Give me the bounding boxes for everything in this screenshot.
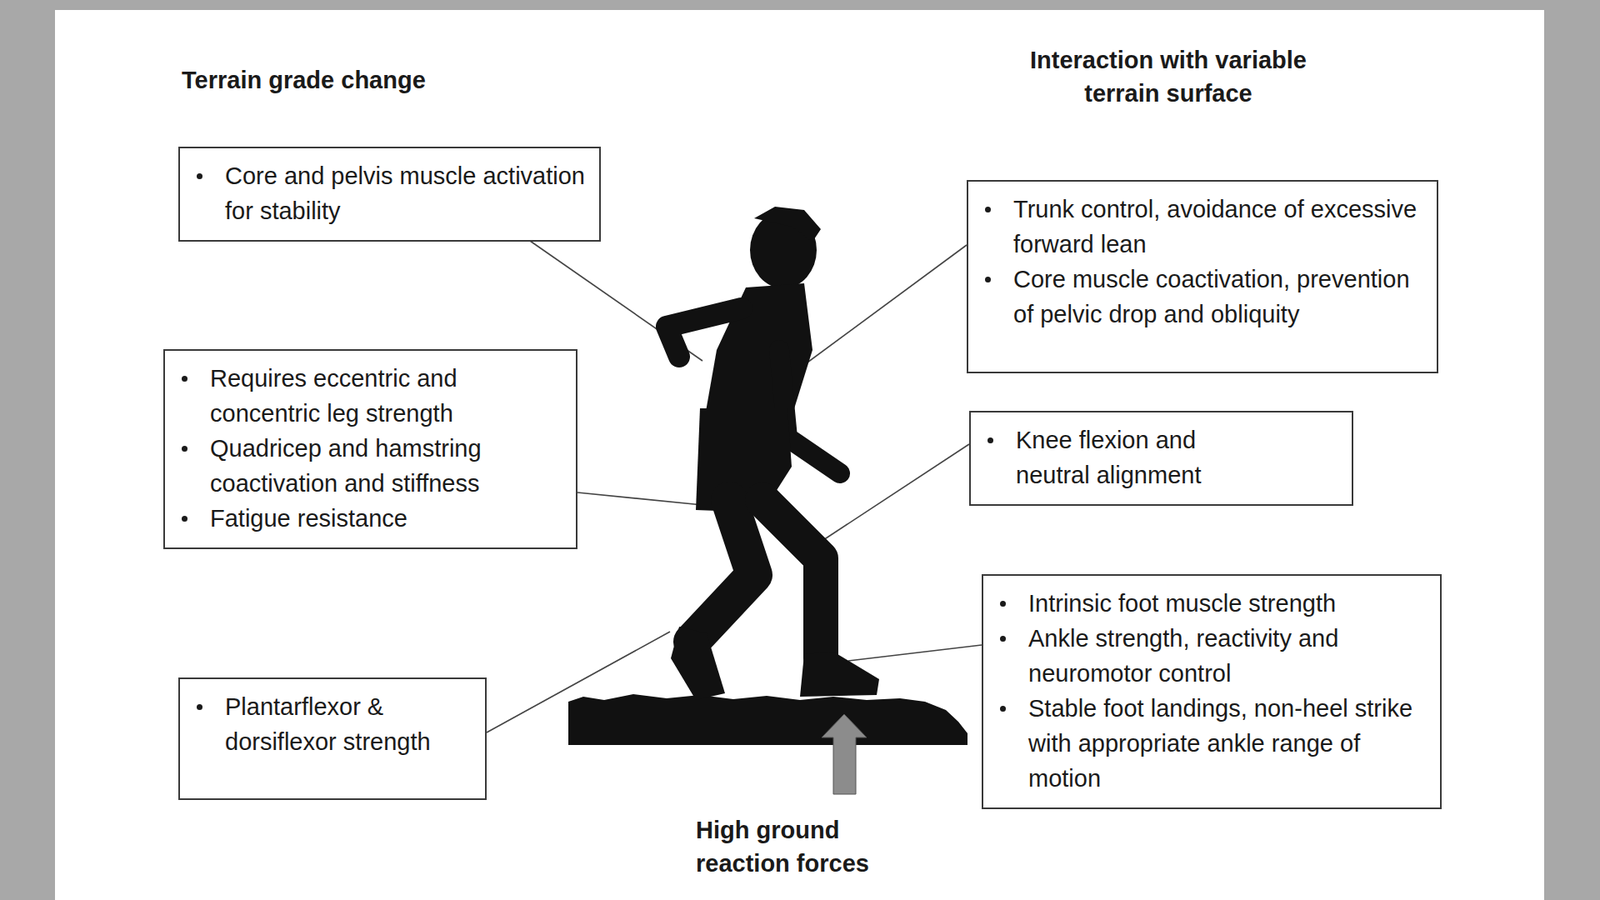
- bullet-item: Intrinsic foot muscle strength: [998, 585, 1432, 621]
- bullet-dot: [1000, 635, 1006, 642]
- bullet-dot: [181, 445, 188, 452]
- bullet-dot: [196, 173, 203, 180]
- bullet-dot: [181, 515, 188, 522]
- bullet-item: Core muscle coactivation, prevention of …: [983, 261, 1425, 332]
- bullet-item: Core and pelvis muscle activation for st…: [195, 158, 588, 229]
- force-arrow: [821, 714, 867, 795]
- heading-label: Interaction with variable terrain surfac…: [1001, 43, 1335, 110]
- bullet-item: Plantarflexor & dorsiflexor strength: [195, 689, 435, 760]
- bullet-dot: [985, 276, 991, 283]
- bullet-dot: [987, 437, 994, 444]
- text-box: Knee flexion and neutral alignment: [969, 410, 1354, 506]
- bullet-item: Requires eccentric and concentric leg st…: [180, 360, 565, 431]
- bullet-item: Ankle strength, reactivity and neuromoto…: [998, 620, 1432, 691]
- bullet-text: Requires eccentric and concentric leg st…: [210, 365, 458, 427]
- bullet-text: Knee flexion and neutral alignment: [1015, 426, 1201, 489]
- text-box: Intrinsic foot muscle strengthAnkle stre…: [981, 574, 1442, 810]
- bullet-text: Quadricep and hamstring coactivation and…: [210, 435, 482, 497]
- bullet-text: Fatigue resistance: [210, 505, 408, 532]
- bullet-dot: [1000, 705, 1006, 712]
- heading-label: Terrain grade change: [181, 63, 565, 97]
- bullet-dot: [1000, 600, 1006, 607]
- bullet-item: Stable foot landings, non-heel strike wi…: [998, 690, 1432, 796]
- bullet-item: Knee flexion and neutral alignment: [985, 422, 1269, 493]
- bullet-dot: [985, 206, 991, 213]
- bullet-item: Fatigue resistance: [180, 500, 565, 536]
- bullet-dot: [196, 704, 203, 710]
- bullet-text: Ankle strength, reactivity and neuromoto…: [1028, 625, 1339, 687]
- heading-label: High ground reaction forces: [695, 813, 921, 880]
- text-box: Core and pelvis muscle activation for st…: [178, 146, 601, 242]
- bullet-item: Quadricep and hamstring coactivation and…: [180, 430, 565, 501]
- bullet-dot: [181, 375, 188, 382]
- text-box: Trunk control, avoidance of excessive fo…: [966, 180, 1439, 374]
- bullet-text: Core muscle coactivation, prevention of …: [1013, 265, 1410, 328]
- bullet-text: Intrinsic foot muscle strength: [1028, 590, 1336, 617]
- bullet-text: Plantarflexor & dorsiflexor strength: [225, 693, 431, 755]
- bullet-text: Core and pelvis muscle activation for st…: [225, 162, 585, 225]
- bullet-text: Stable foot landings, non-heel strike wi…: [1028, 695, 1413, 792]
- text-box: Plantarflexor & dorsiflexor strength: [178, 677, 487, 800]
- bullet-item: Trunk control, avoidance of excessive fo…: [983, 191, 1425, 262]
- text-box: Requires eccentric and concentric leg st…: [163, 349, 578, 550]
- bullet-text: Trunk control, avoidance of excessive fo…: [1013, 195, 1417, 258]
